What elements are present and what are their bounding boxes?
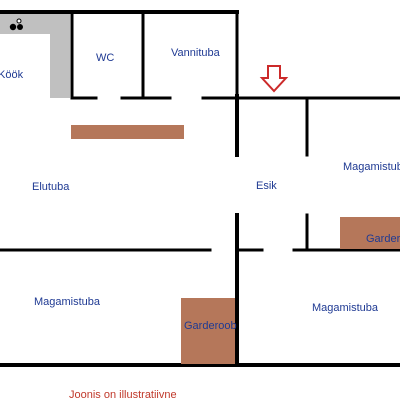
wardrobe-center <box>181 298 235 364</box>
walls <box>0 10 400 367</box>
wardrobe-right <box>340 217 400 249</box>
living-room-label: Elutuba <box>32 181 70 193</box>
living-room-bench <box>71 125 184 139</box>
kitchen-counter <box>0 14 70 98</box>
hall-label: Esik <box>256 180 277 192</box>
kitchen-label: Köök <box>0 69 24 81</box>
bathroom-label: Vannituba <box>171 47 221 59</box>
wardrobe-right-label: Garderoob <box>366 233 400 245</box>
illustrative-caption: Joonis on illustratiivne <box>69 389 177 401</box>
stove-icon <box>9 18 23 31</box>
bedroom-center-label: Magamistuba <box>312 302 379 314</box>
bedroom-right-label: Magamistuba <box>343 161 400 173</box>
bedroom-left-label: Magamistuba <box>34 296 101 308</box>
wc-label: WC <box>96 52 114 64</box>
entrance-arrow-icon <box>259 65 289 93</box>
wardrobe-center-label: Garderoob <box>184 320 237 332</box>
